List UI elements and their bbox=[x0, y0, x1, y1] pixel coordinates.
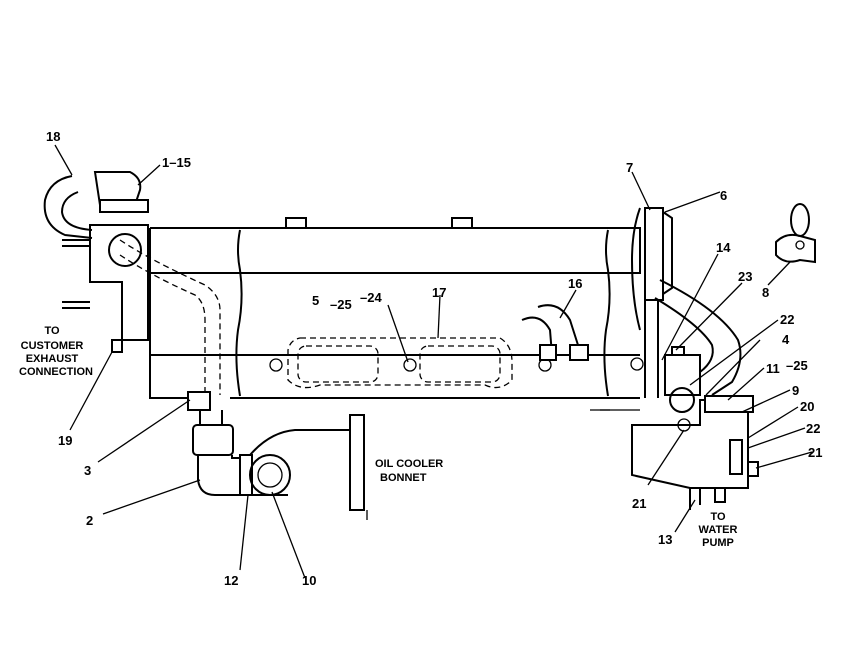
callout-5-25: –25 bbox=[330, 297, 352, 312]
callout-11: 11 bbox=[766, 361, 780, 376]
callout-17: 17 bbox=[432, 285, 446, 300]
callout-3: 3 bbox=[84, 463, 91, 478]
callout-10: 10 bbox=[302, 573, 316, 588]
callout-2: 2 bbox=[86, 513, 93, 528]
leader-lines bbox=[54, 144, 813, 579]
callout-22-upper: 22 bbox=[780, 312, 794, 327]
detail-plug bbox=[775, 203, 816, 264]
note-customer-line3: EXHAUST bbox=[26, 353, 79, 365]
callout-4: 4 bbox=[782, 332, 790, 347]
callout-19: 19 bbox=[58, 433, 72, 448]
callout-5: 5 bbox=[312, 293, 319, 308]
right-water-elbow bbox=[654, 279, 742, 413]
callout-20: 20 bbox=[800, 399, 814, 414]
note-customer-line2: CUSTOMER bbox=[21, 340, 84, 352]
water-tube bbox=[521, 304, 589, 361]
callout-21-right: 21 bbox=[808, 445, 822, 460]
callout-16: 16 bbox=[568, 276, 582, 291]
callout-13: 13 bbox=[658, 532, 672, 547]
note-water-line3: PUMP bbox=[702, 537, 734, 549]
callout-21-left: 21 bbox=[632, 496, 646, 511]
oil-cooler-tube-fittings bbox=[187, 391, 368, 520]
note-customer-line4: CONNECTION bbox=[19, 366, 93, 378]
callout-23: 23 bbox=[738, 269, 752, 284]
callout-7: 7 bbox=[626, 160, 633, 175]
callout-1-15: 1–15 bbox=[162, 155, 191, 170]
callout-14: 14 bbox=[716, 240, 731, 255]
annotation-notes: TO CUSTOMER EXHAUST CONNECTION OIL COOLE… bbox=[19, 325, 737, 549]
water-pump-housing bbox=[590, 395, 759, 510]
callout-18: 18 bbox=[46, 129, 60, 144]
callout-6: 6 bbox=[720, 188, 727, 203]
callout-9: 9 bbox=[792, 383, 799, 398]
exhaust-manifold-body bbox=[149, 217, 641, 411]
note-water-line1: TO bbox=[710, 511, 726, 523]
note-water-line2: WATER bbox=[699, 524, 738, 536]
callout-24: –24 bbox=[360, 290, 382, 305]
callout-labels: 18 1–15 19 3 2 12 10 5 –25 –24 17 16 7 6… bbox=[46, 129, 822, 588]
callout-22-lower: 22 bbox=[806, 421, 820, 436]
exhaust-elbow-assembly bbox=[43, 171, 221, 395]
callout-11-25: –25 bbox=[786, 358, 808, 373]
callout-12: 12 bbox=[224, 573, 238, 588]
callout-8: 8 bbox=[762, 285, 769, 300]
right-support-bracket bbox=[630, 207, 673, 398]
note-oil-cooler-line1: OIL COOLER bbox=[375, 458, 443, 470]
note-customer-line1: TO bbox=[44, 325, 60, 337]
note-oil-cooler-line2: BONNET bbox=[380, 472, 427, 484]
manifold-gasket bbox=[269, 337, 644, 389]
